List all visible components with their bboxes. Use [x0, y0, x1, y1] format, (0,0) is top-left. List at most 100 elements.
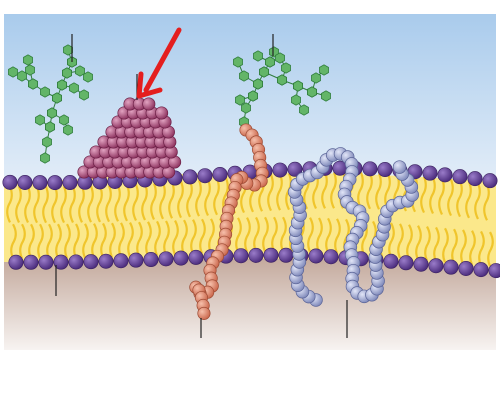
fatty-acid-tail	[186, 180, 193, 218]
fatty-acid-tail	[82, 223, 89, 259]
phospholipid-head	[437, 167, 453, 183]
sugar-unit	[321, 90, 331, 102]
phospholipid-head	[482, 173, 498, 189]
fatty-acid-tail	[118, 222, 125, 258]
phospholipid-head	[263, 247, 279, 263]
fatty-acid-tail	[204, 179, 211, 216]
fatty-acid-tail	[91, 223, 98, 259]
sugar-unit	[45, 121, 55, 133]
fatty-acid-tail	[114, 184, 121, 222]
fatty-acid-tail	[145, 221, 152, 257]
phospholipid-head	[383, 253, 399, 269]
fatty-acid-tail	[51, 186, 58, 224]
sugar-unit	[239, 70, 249, 82]
phospholipid-head	[143, 252, 159, 268]
peripheral-protein	[77, 97, 182, 179]
sugar-unit	[75, 65, 85, 77]
phospholipid-head	[362, 161, 378, 177]
protein-subunit	[142, 97, 156, 111]
fatty-acid-tail	[334, 218, 341, 254]
phospholipid-head	[458, 260, 474, 276]
sugar-unit	[248, 90, 258, 102]
phospholipid-head	[23, 254, 39, 270]
carbohydrate-chains	[8, 44, 331, 164]
phospholipid-head	[113, 253, 129, 269]
fatty-acid-tail	[456, 180, 463, 218]
fatty-acid-tail	[24, 186, 31, 224]
fatty-acid-tail	[280, 216, 287, 252]
phospholipid-head	[398, 255, 414, 271]
fatty-acid-tail	[397, 223, 404, 259]
cytoplasm	[4, 255, 496, 350]
fatty-acid-tail	[96, 185, 103, 223]
fatty-acid-tail	[73, 223, 80, 259]
phospholipid-head	[8, 254, 24, 270]
fatty-acid-tail	[168, 181, 175, 219]
phospholipid-head	[158, 251, 174, 267]
fatty-acid-tail	[105, 185, 112, 223]
sugar-unit	[23, 54, 33, 66]
phospholipid-head	[212, 166, 228, 182]
sugar-unit	[281, 62, 291, 74]
fatty-acid-tail	[33, 186, 40, 224]
fatty-acid-tail	[177, 181, 184, 219]
sugar-unit	[299, 104, 309, 116]
phospholipid-head	[272, 162, 288, 178]
fatty-acid-tail	[195, 179, 202, 217]
fatty-acid-tail	[244, 217, 251, 253]
sugar-unit	[62, 67, 72, 79]
integral-protein	[287, 147, 419, 307]
fatty-acid-tail	[15, 186, 22, 223]
sugar-unit	[59, 114, 69, 126]
fatty-acid-tail	[316, 217, 323, 253]
sugar-unit	[259, 66, 269, 78]
fatty-acid-tail	[384, 173, 391, 211]
fatty-acid-tail	[451, 228, 458, 264]
fatty-acid-tail	[330, 171, 337, 209]
fatty-acid-tail	[19, 223, 26, 259]
sugar-unit	[42, 136, 52, 148]
phospholipid-head	[422, 165, 438, 181]
sugar-unit	[79, 89, 89, 101]
phospholipid-head	[62, 175, 78, 191]
sugar-unit	[311, 72, 321, 84]
fatty-acid-tail	[127, 222, 134, 257]
fatty-acid-tail	[213, 178, 220, 216]
sugar-unit	[57, 79, 67, 91]
fatty-acid-tail	[235, 217, 242, 253]
fatty-acid-tail	[172, 220, 179, 255]
fatty-acid-tail	[262, 216, 269, 252]
fatty-acid-tails	[6, 171, 494, 267]
red-arrow-icon	[136, 27, 182, 99]
fatty-acid-tail	[154, 220, 161, 256]
sugar-unit	[233, 56, 243, 68]
fatty-acid-tail	[447, 179, 454, 217]
phospholipid-head	[473, 262, 489, 278]
phospholipid-head	[248, 247, 264, 263]
fatty-acid-tail	[37, 223, 44, 259]
phospholipid-head	[287, 161, 303, 177]
sugar-unit	[8, 66, 18, 78]
fatty-acid-tail	[28, 223, 35, 259]
phospholipid-head	[323, 249, 339, 265]
sugar-unit	[69, 82, 79, 94]
fatty-acid-tail	[271, 216, 278, 252]
fatty-acid-tail	[429, 177, 436, 214]
fatty-acid-tail	[181, 219, 188, 255]
fatty-acid-tail	[438, 178, 445, 215]
fatty-acid-tail	[357, 172, 364, 210]
fatty-acid-tail	[55, 223, 62, 259]
fatty-acid-tail	[87, 185, 94, 223]
phospholipid-head	[83, 254, 99, 270]
fatty-acid-tail	[474, 182, 481, 220]
fatty-acid-tail	[307, 217, 314, 253]
fatty-acid-tail	[6, 185, 13, 223]
sugar-unit	[35, 114, 45, 126]
sugar-unit	[253, 78, 263, 90]
fatty-acid-tail	[388, 222, 395, 258]
fatty-acid-tail	[276, 173, 283, 211]
sugar-unit	[40, 86, 50, 98]
fatty-acid-tail	[487, 231, 494, 267]
fatty-acid-tail	[267, 174, 274, 212]
